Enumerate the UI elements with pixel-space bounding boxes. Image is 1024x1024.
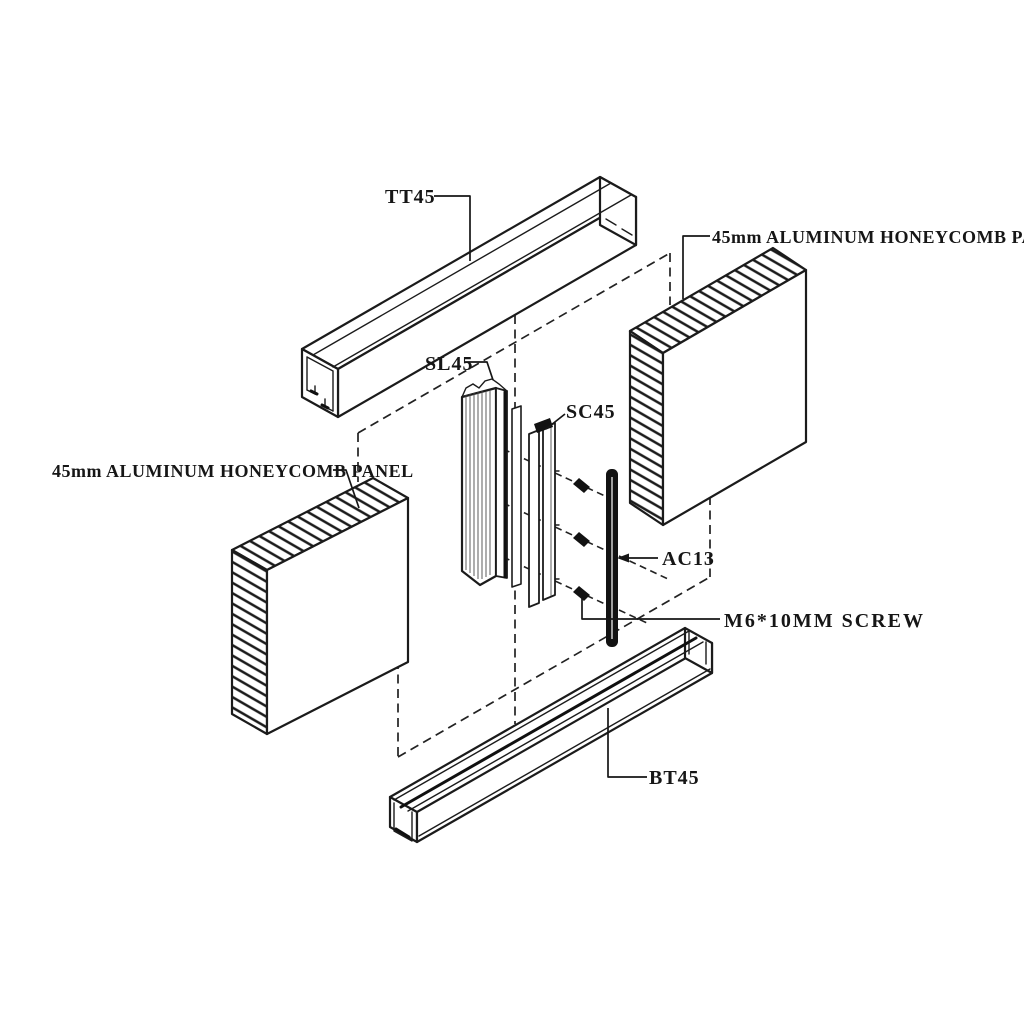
screw-leader [581,598,720,620]
honeycomb-panel-right [628,246,808,527]
m6-screws [573,478,590,601]
tt45-leader [434,195,471,261]
leader-lines [333,195,720,778]
screw-icon [573,532,590,547]
clip-profile-sc45 [528,418,556,608]
label-panel-right: 45mm ALUMINUM HONEYCOMB PANEL [712,227,1024,247]
label-bt45: BT45 [649,767,700,789]
cover-strip-ac13 [606,469,618,647]
sc45-leader [545,413,566,430]
bottom-track-bt45 [388,626,714,844]
panel-right-face [661,268,808,527]
top-track-tt45 [300,175,638,419]
sc45-front-strip [542,422,556,601]
panel-left-face [265,496,410,736]
bt45-leader [607,708,647,778]
panel-left-leader [333,469,360,509]
sl45-top-cap [461,378,508,398]
tt45-right-end [598,175,638,247]
honeycomb-panel-left [230,476,410,736]
screw-icon [573,586,590,601]
panel-left-core-side [230,548,269,736]
label-panel-left: 45mm ALUMINUM HONEYCOMB PANEL [52,461,414,481]
label-sl45: SL45 [425,353,473,375]
sl45-left-face [460,386,498,587]
label-tt45: TT45 [385,186,436,208]
label-sc45: SC45 [566,401,616,423]
panel-right-core-side [628,329,665,527]
spline-profile-sl45 [460,378,522,588]
tt45-left-end [300,347,340,419]
sl45-rear-flange [511,405,522,588]
label-ac13: AC13 [662,548,715,570]
label-m6-screw: M6*10MM SCREW [724,610,925,632]
sc45-top-cap [534,418,553,433]
panel-right-leader [682,235,710,299]
sl45-leader [465,361,494,381]
labels: TT45 45mm ALUMINUM HONEYCOMB PANEL SL45 … [52,186,1024,789]
ac13-arrowhead-icon [617,553,629,563]
sc45-rear-strip [528,429,540,608]
screw-icon [573,478,590,493]
